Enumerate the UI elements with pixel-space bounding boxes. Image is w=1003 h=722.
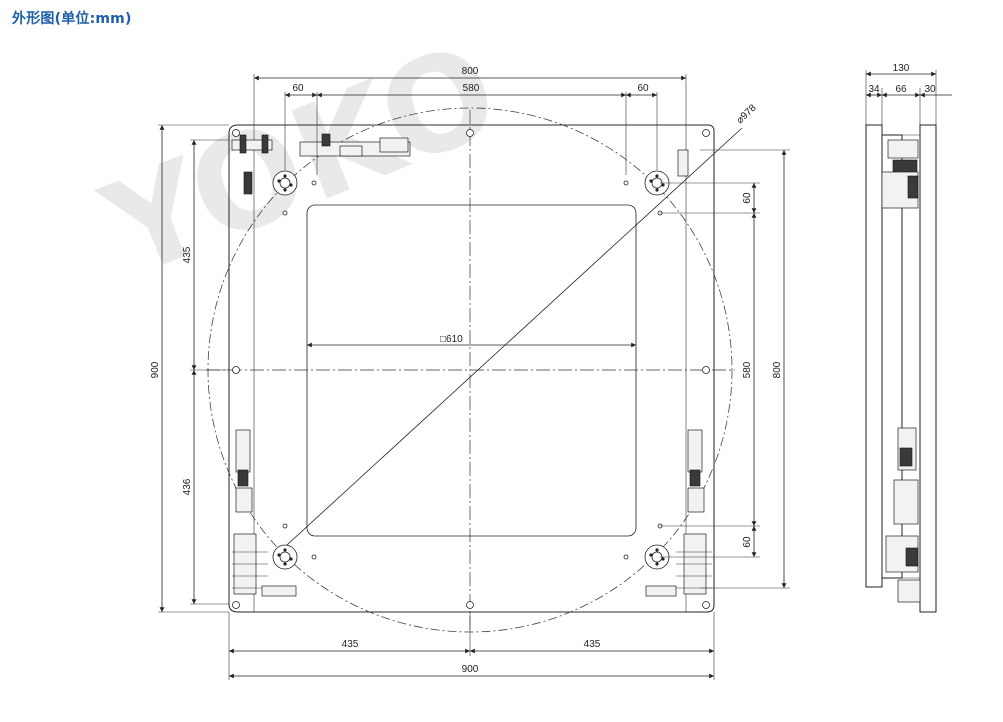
front-view xyxy=(206,107,743,633)
left-connectors xyxy=(232,429,297,597)
dim-top-right-offset: 60 xyxy=(637,83,649,94)
diagonal-line xyxy=(275,127,743,556)
dim-top-span: 580 xyxy=(463,83,480,94)
dim-top-overall: 800 xyxy=(462,66,479,77)
pad-bottom-left xyxy=(272,544,298,570)
dim-diagonal: ⌀978 xyxy=(735,102,759,126)
side-view: 130 34 66 30 xyxy=(865,63,952,613)
dim-left-overall: 900 xyxy=(150,361,161,378)
dim-right-top-offset: 60 xyxy=(742,192,753,204)
pad-bottom-right xyxy=(644,544,670,570)
side-plate xyxy=(919,124,937,613)
dim-side-part-a: 34 xyxy=(868,84,880,95)
dim-right-overall: 800 xyxy=(772,361,783,378)
dim-window: □610 xyxy=(440,334,463,345)
dim-bottom-left: 435 xyxy=(342,639,359,650)
dim-side-part-b: 66 xyxy=(895,84,907,95)
dim-bottom-overall: 900 xyxy=(462,664,479,675)
dim-top-left-offset: 60 xyxy=(292,83,304,94)
side-body xyxy=(865,124,883,588)
mounting-holes xyxy=(232,129,710,609)
front-dimensions: 800 60 580 60 ⌀978 □610 900 435 436 xyxy=(150,66,790,680)
watermark-text: YOKO xyxy=(83,14,518,308)
dim-side-overall: 130 xyxy=(893,63,910,74)
pad-top-left xyxy=(272,170,298,196)
right-connectors xyxy=(645,149,712,597)
plate-outline xyxy=(228,124,715,613)
top-connectors xyxy=(231,133,411,195)
dim-side-part-c: 30 xyxy=(924,84,936,95)
dim-right-span: 580 xyxy=(742,361,753,378)
dim-right-bottom-offset: 60 xyxy=(742,536,753,548)
dim-left-upper: 435 xyxy=(182,246,193,263)
dim-left-lower: 436 xyxy=(182,478,193,495)
central-window xyxy=(306,204,637,537)
dim-bottom-right: 435 xyxy=(584,639,601,650)
page-title: 外形图(单位:mm) xyxy=(12,11,132,27)
